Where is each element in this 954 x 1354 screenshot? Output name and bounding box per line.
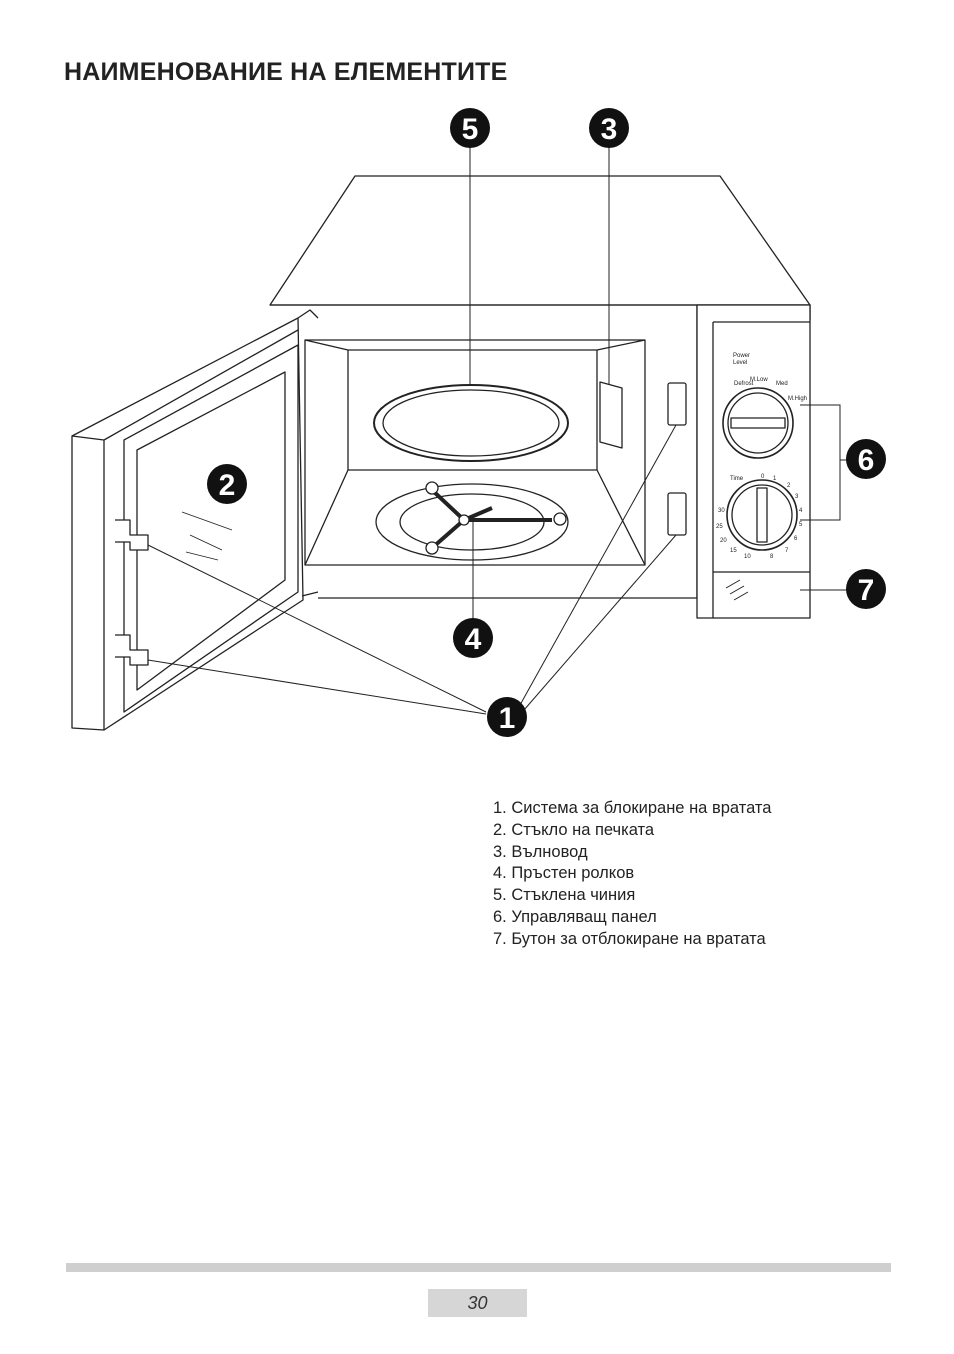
legend-item: 2. Стъкло на печката <box>493 820 655 839</box>
door-hook-upper <box>115 519 149 551</box>
control-panel-labels: Power Level Defrost M.Low Med M.High Tim… <box>716 353 807 560</box>
svg-text:7: 7 <box>858 574 875 607</box>
svg-text:8: 8 <box>770 554 774 560</box>
microwave-diagram: Power Level Defrost M.Low Med M.High Tim… <box>71 108 886 737</box>
page-title: НАИМЕНОВАНИЕ НА ЕЛЕМЕНТИТЕ <box>64 58 508 86</box>
callout-2: 2 <box>207 464 247 504</box>
door-release-button <box>725 579 749 601</box>
svg-text:25: 25 <box>716 524 723 530</box>
callout-6: 6 <box>846 439 886 479</box>
legend-item: 6. Управляващ панел <box>493 907 657 926</box>
control-panel <box>696 304 811 619</box>
svg-text:M.Low: M.Low <box>750 377 768 383</box>
parts-legend: 1. Система за блокиране на вратата 2. Ст… <box>493 798 771 951</box>
svg-text:Level: Level <box>733 360 747 366</box>
svg-text:2: 2 <box>787 483 791 489</box>
oven-door <box>71 317 304 731</box>
door-hook-lower <box>115 634 149 666</box>
callout-3: 3 <box>589 108 629 148</box>
svg-text:6: 6 <box>858 444 875 477</box>
legend-item: 4. Пръстен ролков <box>493 864 635 883</box>
svg-text:20: 20 <box>720 538 727 544</box>
legend-item: 7. Бутон за отблокиране на вратата <box>493 929 766 948</box>
svg-text:30: 30 <box>718 508 725 514</box>
svg-text:4: 4 <box>465 623 482 656</box>
svg-text:7: 7 <box>785 548 789 554</box>
svg-text:1: 1 <box>773 476 777 482</box>
footer-divider <box>66 1263 891 1272</box>
time-label: Time <box>730 476 744 482</box>
svg-text:1: 1 <box>499 702 516 735</box>
svg-text:2: 2 <box>219 469 236 502</box>
callouts: 5 3 2 6 7 4 1 <box>207 108 886 737</box>
glass-tray <box>373 384 569 462</box>
svg-text:3: 3 <box>795 494 799 500</box>
svg-text:0: 0 <box>761 474 765 480</box>
cabinet-top <box>269 175 811 306</box>
legend-item: 1. Система за блокиране на вратата <box>493 799 772 817</box>
callout-4: 4 <box>453 618 493 658</box>
callout-7: 7 <box>846 569 886 609</box>
callout-5: 5 <box>450 108 490 148</box>
svg-text:15: 15 <box>730 548 737 554</box>
latch-hole-upper <box>667 382 687 426</box>
svg-text:4: 4 <box>799 508 803 514</box>
waveguide-cover <box>599 381 623 449</box>
power-label: Power <box>733 353 750 359</box>
door-glass <box>136 371 286 691</box>
svg-text:3: 3 <box>601 113 618 146</box>
callout-1: 1 <box>487 697 527 737</box>
legend-item: 5. Стъклена чиния <box>493 886 636 905</box>
svg-text:Med: Med <box>776 381 788 387</box>
page-number: 30 <box>428 1289 527 1317</box>
svg-text:5: 5 <box>799 522 803 528</box>
latch-hole-lower <box>667 492 687 536</box>
svg-text:M.High: M.High <box>788 396 807 402</box>
svg-text:Defrost: Defrost <box>734 381 754 387</box>
legend-item: 3. Вълновод <box>493 842 588 861</box>
svg-text:6: 6 <box>794 536 798 542</box>
svg-text:10: 10 <box>744 554 751 560</box>
svg-text:5: 5 <box>462 113 479 146</box>
leader-lines <box>147 143 848 715</box>
